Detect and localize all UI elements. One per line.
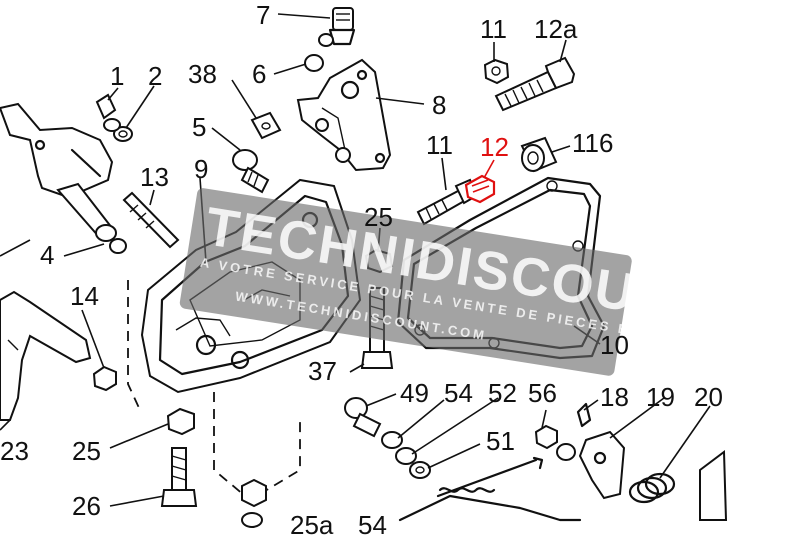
label-part-13: 13 xyxy=(140,162,169,192)
label-part-8: 8 xyxy=(432,90,446,120)
lower-housing-edge xyxy=(398,494,582,522)
label-part-54: 54 xyxy=(444,378,473,408)
label-part-37: 37 xyxy=(308,356,337,386)
label-part-9: 9 xyxy=(194,154,208,184)
label-part-23: 23 xyxy=(0,436,29,466)
part-8-bracket xyxy=(296,58,392,172)
dashed-outline xyxy=(127,280,141,411)
part-labels: 7 11 12a 1 2 38 6 8 5 11 12 116 13 9 25 … xyxy=(0,0,723,540)
part-2-washer xyxy=(103,118,133,142)
part-25a-nut xyxy=(241,478,267,528)
label-part-49: 49 xyxy=(400,378,429,408)
label-part-52: 52 xyxy=(488,378,517,408)
label-part-56: 56 xyxy=(528,378,557,408)
part-14-nut xyxy=(92,365,117,392)
label-part-25: 25 xyxy=(364,202,393,232)
part-54-washer xyxy=(381,431,431,479)
leader-lines xyxy=(0,13,711,507)
label-part-6: 6 xyxy=(252,59,266,89)
label-part-18: 18 xyxy=(600,382,629,412)
part-26-bolt xyxy=(160,447,198,507)
label-part-11: 11 xyxy=(426,130,453,160)
left-arm-assembly xyxy=(0,290,92,421)
part-49-bolt xyxy=(344,397,382,438)
label-part-10: 10 xyxy=(600,330,629,360)
label-part-51: 51 xyxy=(486,426,515,456)
part-13-stud xyxy=(122,191,180,249)
label-part-116: 116 xyxy=(572,128,613,158)
label-part-25-lower: 25 xyxy=(72,436,101,466)
label-part-2: 2 xyxy=(148,61,162,91)
label-part-38: 38 xyxy=(188,59,217,89)
label-part-5: 5 xyxy=(192,112,206,142)
part-12a-bolt xyxy=(494,56,576,112)
label-part-12a: 12a xyxy=(534,14,578,44)
part-56-nut xyxy=(534,424,576,461)
part-25-lower-nut xyxy=(166,407,195,436)
label-part-19: 19 xyxy=(646,382,675,412)
part-38-bushing xyxy=(250,111,282,140)
part-18-clip xyxy=(576,402,592,428)
label-part-26: 26 xyxy=(72,491,101,521)
label-part-25a: 25a xyxy=(290,510,334,540)
part-5-stud xyxy=(232,149,270,194)
label-part-20: 20 xyxy=(694,382,723,412)
label-part-14: 14 xyxy=(70,281,99,311)
part-116-bushing xyxy=(520,136,558,173)
part-1-clip xyxy=(95,93,117,120)
label-part-7: 7 xyxy=(256,0,270,30)
label-part-54-lower: 54 xyxy=(358,510,387,540)
label-part-1: 1 xyxy=(110,61,124,91)
label-part-4: 4 xyxy=(40,240,54,270)
part-19-lever xyxy=(578,430,626,500)
left-lever-assembly xyxy=(0,102,127,254)
part-12-highlighted-fitting xyxy=(464,174,496,204)
label-part-11-top: 11 xyxy=(480,14,507,44)
part-51-spring xyxy=(436,456,544,498)
part-6-fitting xyxy=(304,33,334,72)
label-part-12-highlighted: 12 xyxy=(480,132,509,162)
part-11-nut-top xyxy=(483,58,510,85)
part-20-spring xyxy=(628,450,728,521)
